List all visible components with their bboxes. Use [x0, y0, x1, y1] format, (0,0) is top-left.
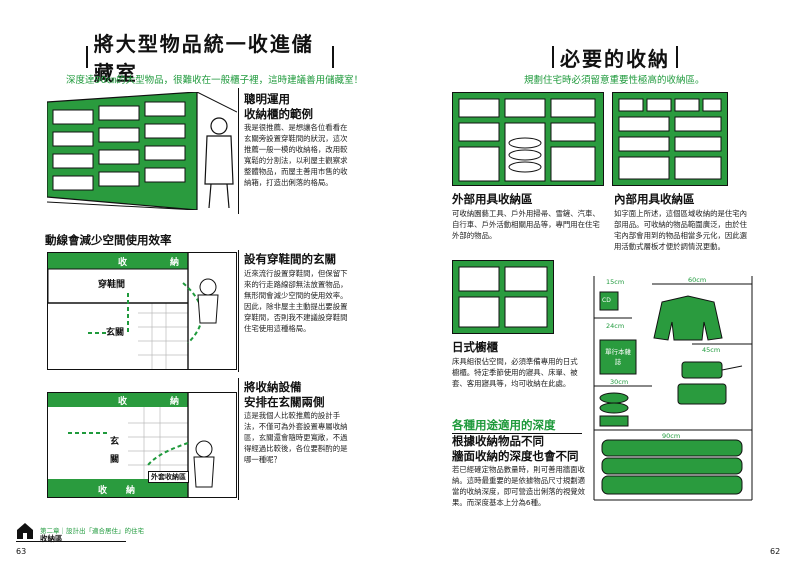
- indoor-storage-illustration: [612, 92, 728, 186]
- plan2-bottom-label-1: 收: [98, 486, 108, 496]
- plan-entrance-storage: 收 納 玄關 收 納 外套收納區: [47, 392, 237, 498]
- left-page-number: 63: [16, 547, 27, 556]
- left-title: 將大型物品統一收進儲藏室: [80, 32, 340, 85]
- outdoor-storage-illustration: [452, 92, 604, 186]
- outdoor-body: 可收納園藝工具、戶外用掃帚、雪鏟、汽車、自行車、戶外活動相關用品等，專門用在住宅…: [452, 209, 600, 240]
- plan2-top-label-2: 納: [170, 397, 180, 407]
- outdoor-heading: 外部用具收納區: [452, 192, 533, 206]
- storage-room-illustration: [47, 92, 237, 210]
- indoor-body: 如字面上所述，這個區域收納的是住宅內部用品。可收納的物品範圍廣泛，由於住宅內部會…: [614, 209, 748, 251]
- cd-label: CD: [602, 297, 611, 304]
- japanese-closet-illustration: [452, 260, 554, 334]
- plan1-room-entrance: 玄關: [106, 328, 125, 338]
- right-subtitle: 規劃住宅時必須留意重要性極高的收納區。: [524, 75, 705, 86]
- dim-24: 24cm: [606, 322, 625, 330]
- section1-heading-line1: 聰明運用: [244, 92, 290, 106]
- left-title-text: 將大型物品統一收進儲藏室: [93, 32, 314, 85]
- book-label: 單行本雜誌: [605, 348, 631, 366]
- section3-heading-line2: 安排在玄關兩側: [244, 395, 325, 409]
- section2-body: 近來流行設置穿鞋間，但保留下來的行走路線卻無法放置物品，無形間會減少空間的使用效…: [244, 269, 348, 333]
- plan2-top-label-1: 收: [118, 397, 128, 407]
- depth-heading-line2: 牆面收納的深度也會不同: [452, 449, 579, 463]
- section1-heading: 聰明運用 收納櫃的範例: [244, 92, 313, 122]
- indoor-heading: 內部用具收納區: [614, 192, 695, 206]
- plan2-room-entrance: 玄關: [110, 437, 120, 465]
- depth-green-heading: 各種用途適用的深度: [452, 418, 556, 432]
- plan1-room-shoe: 穿鞋間: [98, 280, 126, 290]
- footer-chapter: 第二章｜設計出「適合居住」的住宅: [40, 527, 144, 535]
- right-page-number: 62: [770, 547, 781, 556]
- dim-60: 60cm: [688, 276, 707, 284]
- depth-body: 若已經確定物品數量時，則可善用牆面收納。這時最重要的是依據物品尺寸規劃適當的收納…: [452, 465, 586, 507]
- plan-shoe-room: 收 納 穿鞋間 玄關: [47, 252, 237, 370]
- dim-45: 45cm: [702, 346, 721, 354]
- footer-section: 收納區: [40, 534, 63, 543]
- dim-90: 90cm: [662, 432, 681, 440]
- depth-diagram: 15cm CD 24cm 單行本雜誌 30cm 60cm 45cm 90cm: [592, 274, 754, 502]
- japanese-heading: 日式櫥櫃: [452, 340, 498, 354]
- right-title: 必要的收納: [540, 44, 690, 71]
- plan1-top-label-2: 納: [170, 258, 180, 268]
- section3-heading-line1: 將收納設備: [244, 380, 302, 394]
- section2-heading: 設有穿鞋間的玄關: [244, 252, 336, 266]
- plan-caption: 動線會減少空間使用效率: [45, 233, 172, 247]
- plan1-top-label-1: 收: [118, 258, 128, 268]
- japanese-body: 床具組很佔空間，必須準備專用的日式櫥櫃。特定季節使用的寢具、床單、被套、客用寢具…: [452, 357, 578, 388]
- depth-heading-line1: 根據收納物品不同: [452, 434, 544, 448]
- plan2-bottom-label-2: 納: [126, 486, 136, 496]
- depth-heading: 根據收納物品不同 牆面收納的深度也會不同: [452, 434, 579, 464]
- left-subtitle: 深度達90㎝的大型物品，很難收在一般櫃子裡，這時建議善用儲藏室！: [66, 75, 364, 86]
- right-title-text: 必要的收納: [560, 46, 670, 71]
- dim-30: 30cm: [610, 378, 629, 386]
- section1-body: 我是很推薦、是想讓各位看看在玄關旁設置穿鞋間的狀況，這次推薦一般一模的收納格，改…: [244, 123, 348, 187]
- section1-heading-line2: 收納櫃的範例: [244, 107, 313, 121]
- house-icon: [16, 522, 34, 540]
- section3-heading: 將收納設備 安排在玄關兩側: [244, 380, 325, 410]
- dim-15: 15cm: [606, 278, 625, 286]
- section3-body: 這是我個人比較推薦的設計手法，不僅可為外套設置專屬收納區，玄關還會隨時更寬敞，不…: [244, 411, 348, 464]
- plan2-coat-tag: 外套收納區: [148, 471, 189, 483]
